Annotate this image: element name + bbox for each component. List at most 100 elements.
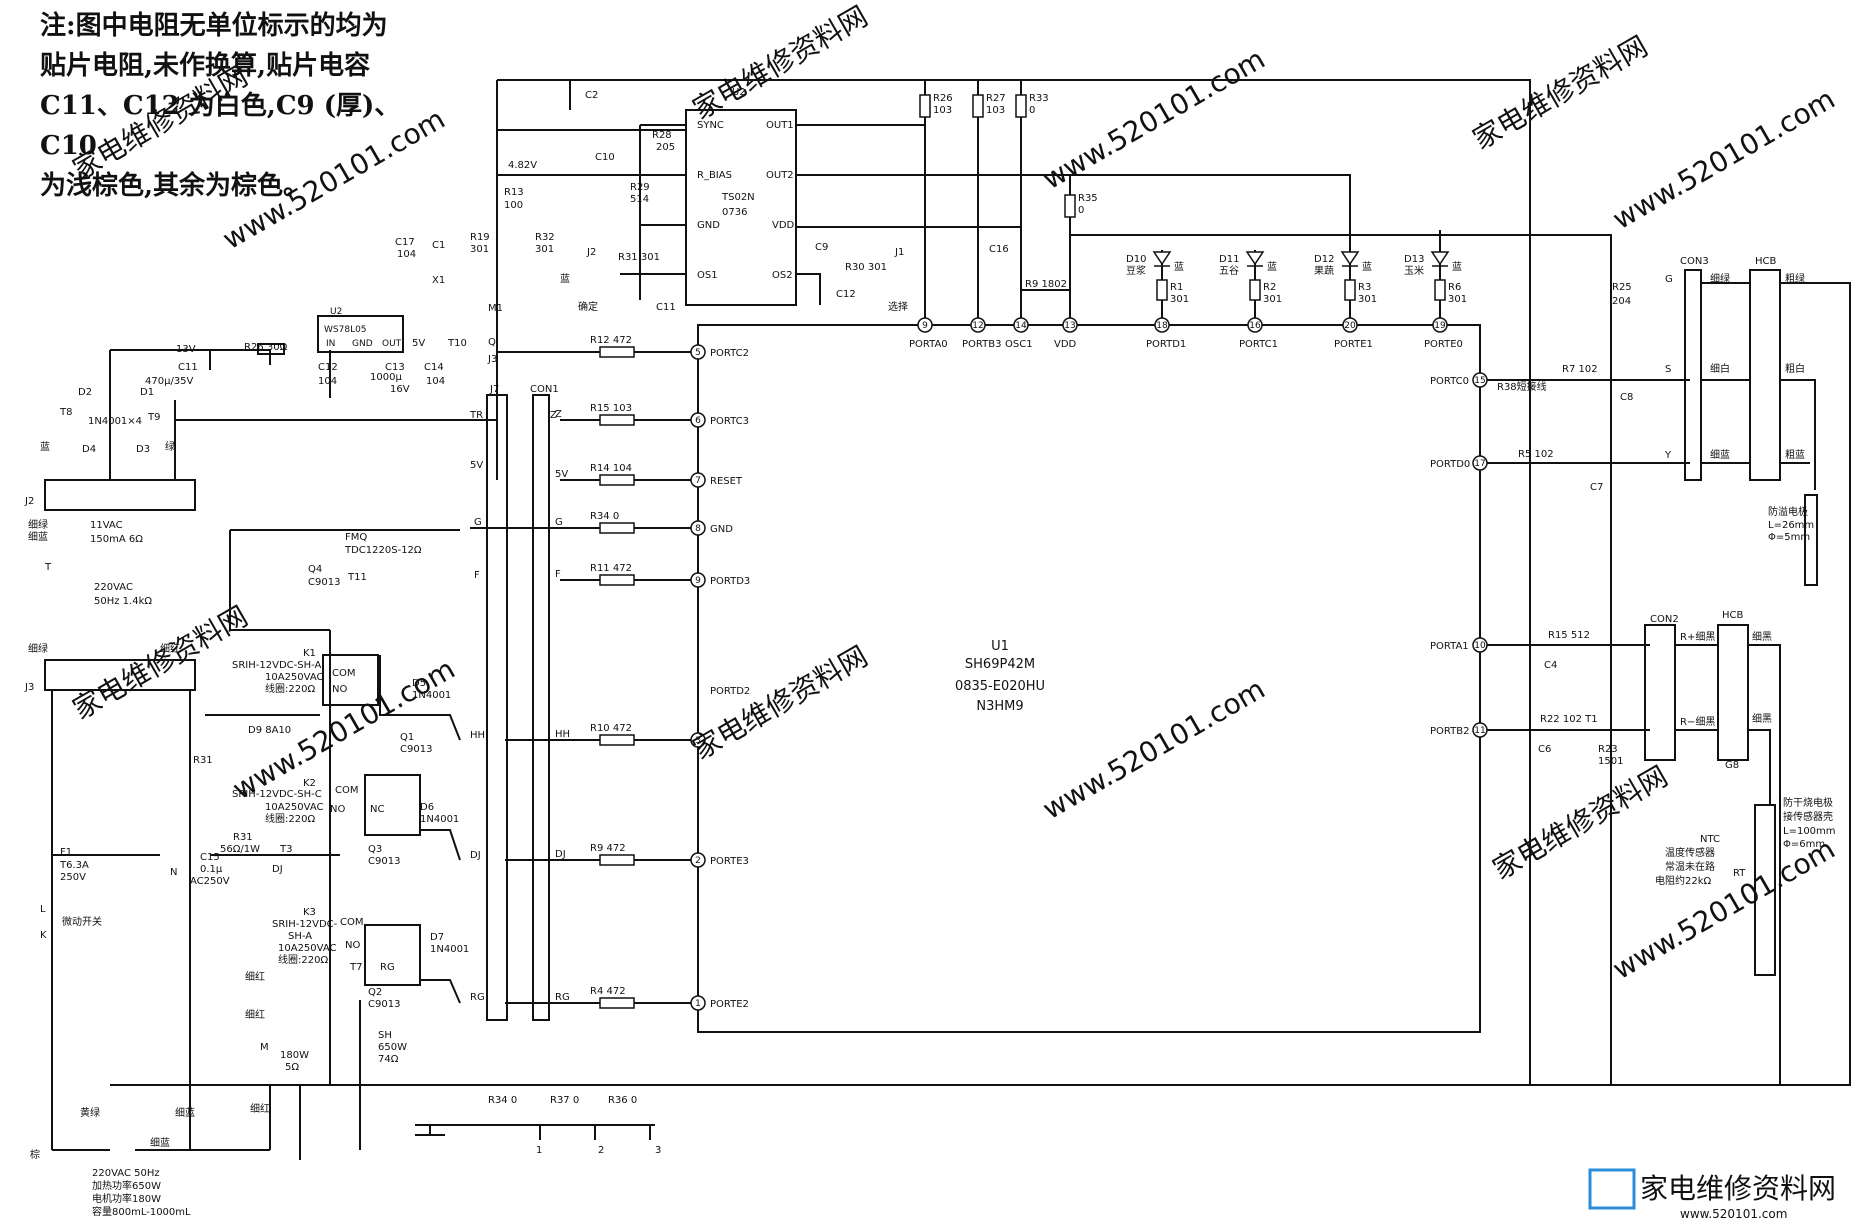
c6-label: C6 (1538, 744, 1551, 755)
r29-label: R29 (630, 182, 650, 193)
k2-part: SRIH-12VDC-SH-C (232, 789, 322, 800)
resistor-label: R12 472 (590, 335, 632, 346)
j2-label: J2 (586, 247, 596, 258)
f1-value: T6.3A (59, 860, 89, 871)
pin-net: G (555, 517, 563, 528)
k1-coil: 线圈:220Ω (265, 682, 315, 695)
watermark-text: www.520101.com (1037, 672, 1271, 826)
c11-label: C11 (656, 302, 676, 313)
c13-label: C13 (385, 362, 405, 373)
ntc-1: NTC (1700, 834, 1720, 845)
watermark-text: 家电维修资料网 (1467, 29, 1653, 156)
r31c-label: R31 (233, 832, 253, 843)
mcu-part-1: SH69P42M (965, 657, 1035, 672)
resistor (599, 997, 635, 1009)
led-color: 蓝 (1174, 261, 1184, 273)
reg-in: IN (326, 339, 335, 349)
resistor-label: R11 472 (590, 563, 632, 574)
ntc-2: 温度传感器 (1665, 846, 1715, 859)
ac-1: 220VAC 50Hz (92, 1168, 160, 1179)
pin-number: 9 (922, 321, 928, 331)
led-icon (1340, 251, 1360, 266)
wire-xh: 细黑 (1752, 630, 1772, 643)
note-line-1: 图中电阻无单位标示的均为 (75, 11, 388, 41)
t3-label: T3 (279, 844, 292, 855)
g-label: G (1665, 274, 1673, 285)
d3-label: D3 (136, 444, 150, 455)
sh-resistance: 74Ω (378, 1054, 399, 1065)
pin-marker (1472, 455, 1488, 471)
logo-book-icon (1588, 1168, 1636, 1210)
led-icon (1152, 251, 1172, 266)
resistor (1156, 279, 1168, 301)
c14-label: C14 (424, 362, 444, 373)
j7-hh: HH (470, 730, 485, 741)
note-line-2: 贴片电阻,未作换算,贴片电容 (40, 51, 371, 81)
resistor-label: R34 0 (590, 511, 619, 522)
con2-label: CON2 (1650, 614, 1679, 625)
j3b-label: J3 (24, 682, 34, 693)
wd-label: 微动开关 (62, 915, 102, 928)
k3-part2: SH-A (288, 931, 312, 942)
resistor (1015, 94, 1027, 118)
resistor-label: R15 103 (590, 403, 632, 414)
k1-part: SRIH-12VDC-SH-A (232, 660, 321, 671)
q4-label: Q4 (308, 564, 322, 575)
led-icon (1430, 251, 1450, 266)
pin-name: PORTE3 (710, 856, 749, 867)
q3-label: Q3 (368, 844, 382, 855)
c13-volt: 16V (390, 384, 410, 395)
r36-label: R36 0 (608, 1095, 637, 1106)
r9-label: R9 1802 (1025, 279, 1067, 290)
dj-label: DJ (272, 864, 283, 875)
resistor-label: R1 (1170, 282, 1183, 293)
pin-net: Z (555, 409, 562, 420)
r28-value: 205 (656, 142, 675, 153)
wire-brown: 棕 (30, 1148, 40, 1161)
u2-pin-rbias: R_BIAS (697, 170, 732, 181)
u2-body (685, 109, 797, 306)
t10-label: T10 (447, 338, 467, 349)
q1-label: Q1 (400, 732, 414, 743)
fy-2: L=26mm (1768, 520, 1814, 531)
pin-name: PORTA1 (1430, 641, 1469, 652)
u2-name: U2 (732, 87, 746, 98)
regulator-labels: U2 WS78L05 IN GND OUT (324, 307, 402, 349)
mcu-body (697, 324, 1481, 1033)
pin-marker (1062, 317, 1078, 333)
rg2-label: RG (380, 962, 395, 973)
pin-number: 2 (695, 856, 701, 866)
c13-value: 1000μ (370, 372, 402, 383)
u2-pin-out2: OUT2 (766, 170, 794, 181)
wire-xln3: 细蓝 (175, 1106, 195, 1119)
r25-value: 204 (1612, 296, 1631, 307)
pad-2: 2 (598, 1145, 604, 1156)
k2-coil: 线圈:220Ω (265, 812, 315, 825)
resistor-value: 301 (1358, 294, 1377, 305)
pin-name: GND (710, 524, 733, 535)
r7-label: R7 102 (1562, 364, 1598, 375)
fg-4: Φ=6mm (1783, 839, 1825, 850)
pin-marker (1154, 317, 1170, 333)
tr-3: 220VAC (94, 582, 133, 593)
mcu-part-3: N3HM9 (976, 699, 1023, 714)
pin-marker (1472, 637, 1488, 653)
pin-marker (690, 995, 706, 1011)
t7-label: T7 (349, 962, 362, 973)
fg-2: 接传感器壳 (1783, 810, 1833, 823)
wire-green-left: 绿 (165, 440, 175, 453)
c15-label: C15 (200, 852, 220, 863)
watermark-text: www.520101.com (1607, 82, 1841, 236)
pin-number: 9 (695, 576, 701, 586)
wire-xh5: 细红 (245, 1008, 265, 1021)
wire-xlb: 细白 (1710, 362, 1730, 375)
pin-number: 15 (1474, 376, 1485, 386)
k1-com: COM (332, 668, 355, 679)
pin-name: PORTC0 (1430, 376, 1469, 387)
ntc-3: 常温未在路 (1665, 860, 1715, 873)
pin-name: PORTE2 (710, 999, 749, 1010)
pin-number: 19 (1434, 321, 1446, 331)
con3-label: CON3 (1680, 256, 1709, 267)
l-label: L (40, 904, 46, 915)
pin-name: PORTB3 (962, 339, 1001, 350)
